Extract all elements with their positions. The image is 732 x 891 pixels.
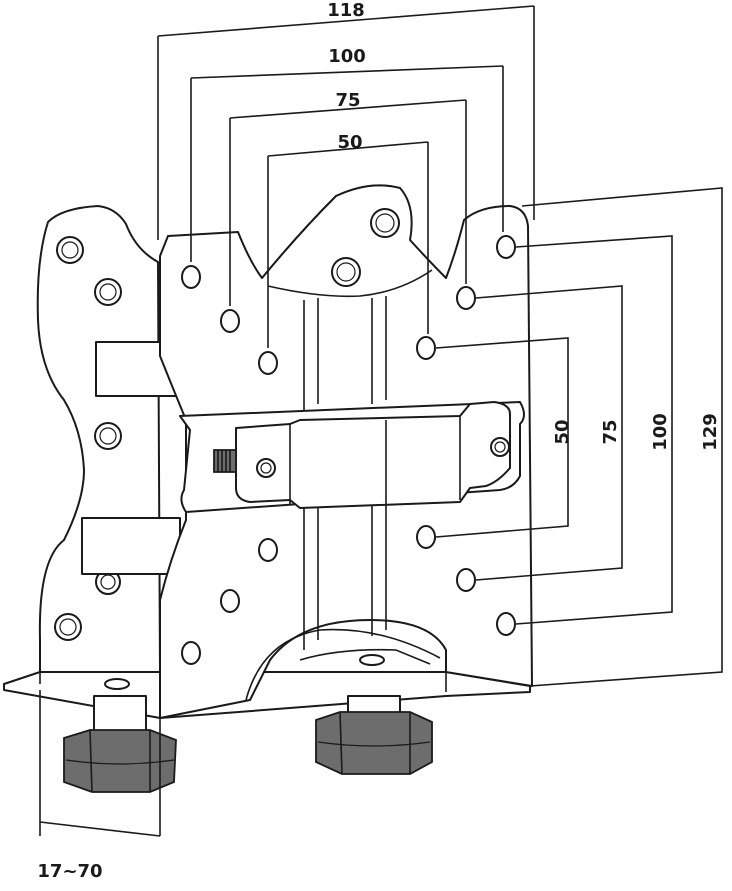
dim-label-h100: 100 [650, 413, 671, 451]
dim-label-h50: 50 [552, 419, 573, 444]
dim-label-h129: 129 [700, 413, 721, 451]
dim-height-75: 75 [475, 285, 623, 581]
dim-height-100: 100 [515, 235, 673, 625]
vesa-holes [181, 235, 516, 665]
dim-label-clamp: 17~70 [37, 861, 102, 882]
dim-clamp-range: 17~70 [37, 690, 161, 882]
dim-height-50: 50 [435, 337, 573, 538]
clamp-band [179, 401, 525, 513]
dim-label-h75: 75 [600, 419, 621, 444]
dim-label-50: 50 [337, 132, 362, 153]
dim-width-118: 118 [157, 0, 535, 240]
dim-label-75: 75 [335, 90, 360, 111]
knob-right [315, 695, 433, 775]
dim-label-118: 118 [327, 0, 365, 21]
dim-label-100: 100 [328, 46, 366, 67]
dim-width-50: 50 [267, 132, 429, 348]
dim-width-75: 75 [229, 90, 467, 306]
dim-height-129: 129 [521, 187, 723, 687]
rail-lower [81, 517, 181, 575]
knob-left [63, 695, 177, 793]
dim-width-100: 100 [190, 46, 504, 262]
back-plate [36, 205, 161, 673]
top-lug [331, 208, 400, 287]
